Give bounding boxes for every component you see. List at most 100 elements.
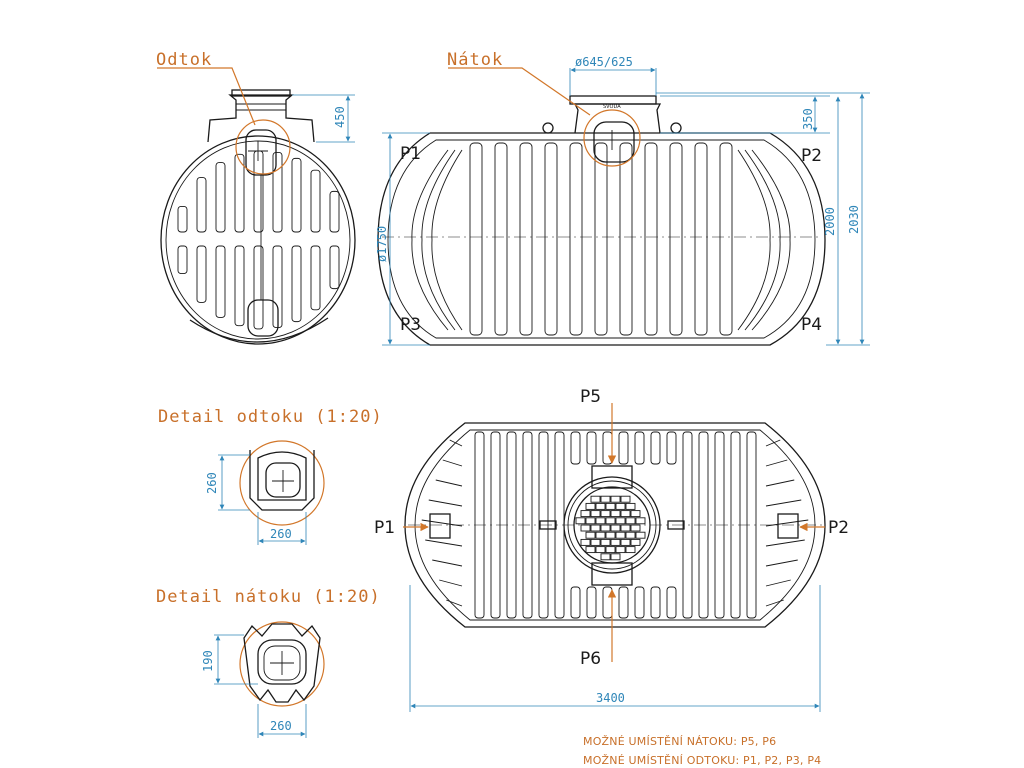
cover-brick bbox=[605, 531, 616, 539]
rib bbox=[291, 245, 302, 323]
cover-brick bbox=[625, 517, 636, 525]
side-view-outline bbox=[377, 132, 826, 346]
top-view: P5 P6 P1 P2 3400 bbox=[374, 387, 849, 712]
rib bbox=[215, 245, 226, 318]
total-height: 2030 bbox=[847, 205, 861, 234]
rib bbox=[329, 245, 340, 290]
rib bbox=[469, 142, 483, 336]
body-height: 2000 bbox=[823, 207, 837, 236]
rib bbox=[234, 153, 245, 233]
cover-brick bbox=[610, 510, 621, 518]
cover-brick bbox=[580, 510, 591, 518]
manhole-cover-pattern bbox=[575, 495, 646, 561]
end-view-outline bbox=[160, 135, 356, 345]
rib bbox=[177, 205, 188, 233]
position-p6: P6 bbox=[580, 649, 601, 669]
note-inlet-positions: MOŽNÉ UMÍSTĚNÍ NÁTOKU: P5, P6 bbox=[583, 735, 777, 748]
cover-brick bbox=[630, 538, 641, 546]
neck-height-left: 450 bbox=[333, 106, 347, 128]
cover-brick bbox=[615, 546, 626, 554]
rib bbox=[586, 586, 597, 619]
rib bbox=[310, 169, 321, 233]
rib bbox=[196, 177, 207, 233]
cover-brick bbox=[610, 538, 621, 546]
manhole-top bbox=[563, 476, 661, 574]
rib bbox=[634, 586, 645, 619]
rib bbox=[544, 142, 558, 336]
brand-mark: SVODA bbox=[603, 104, 621, 110]
cover-brick bbox=[620, 538, 631, 546]
tank-length: 3400 bbox=[596, 691, 625, 705]
side-view-ribs bbox=[469, 142, 733, 336]
rib bbox=[666, 586, 677, 619]
cover-brick bbox=[575, 517, 586, 525]
position-p1-top: P1 bbox=[374, 518, 395, 538]
cover-brick bbox=[590, 495, 601, 503]
cover-brick bbox=[635, 531, 646, 539]
inlet-detail-width: 260 bbox=[270, 719, 292, 733]
note-outlet-positions: MOŽNÉ UMÍSTĚNÍ ODTOKU: P1, P2, P3, P4 bbox=[583, 754, 822, 767]
rib bbox=[694, 142, 708, 336]
cover-brick bbox=[585, 531, 596, 539]
cover-brick bbox=[610, 553, 621, 561]
cover-brick bbox=[600, 495, 611, 503]
cover-brick bbox=[595, 531, 606, 539]
cover-brick bbox=[625, 502, 636, 510]
manhole-diameter: ø645/625 bbox=[575, 55, 633, 69]
cover-brick bbox=[625, 531, 636, 539]
cover-brick bbox=[590, 510, 601, 518]
rib bbox=[669, 142, 683, 336]
inlet-detail: Detail nátoku (1:20) 190 260 bbox=[156, 587, 380, 738]
rib bbox=[569, 142, 583, 336]
cover-brick bbox=[605, 517, 616, 525]
cover-brick bbox=[625, 546, 636, 554]
position-p4: P4 bbox=[801, 315, 822, 335]
cover-brick bbox=[615, 531, 626, 539]
rib bbox=[329, 190, 340, 233]
inlet-label: Nátok bbox=[447, 50, 503, 70]
rib bbox=[650, 431, 661, 465]
rib bbox=[506, 431, 517, 619]
inlet-detail-height: 190 bbox=[201, 650, 215, 672]
cover-brick bbox=[595, 502, 606, 510]
rib bbox=[602, 431, 613, 465]
outlet-callout-circle bbox=[235, 119, 291, 175]
end-view-ribs bbox=[177, 150, 340, 330]
cover-brick bbox=[590, 524, 601, 532]
cover-brick bbox=[595, 546, 606, 554]
cover-brick bbox=[595, 517, 606, 525]
cover-brick bbox=[580, 538, 591, 546]
cover-brick bbox=[610, 495, 621, 503]
side-view: SVODA Nátok ø645/625 350 2000 2030 ø1750 bbox=[375, 50, 870, 346]
position-p3: P3 bbox=[400, 315, 421, 335]
rib bbox=[177, 245, 188, 275]
cover-brick bbox=[620, 495, 631, 503]
rib bbox=[644, 142, 658, 336]
rib bbox=[272, 151, 283, 233]
position-p5: P5 bbox=[580, 387, 601, 407]
rib bbox=[215, 162, 226, 233]
cover-brick bbox=[585, 546, 596, 554]
outlet-detail: Detail odtoku (1:20) 260 260 bbox=[158, 407, 383, 545]
cover-brick bbox=[620, 524, 631, 532]
outlet-detail-height: 260 bbox=[205, 472, 219, 494]
rib bbox=[618, 586, 629, 619]
rib bbox=[196, 245, 207, 303]
cover-brick bbox=[605, 546, 616, 554]
neck-height-right: 350 bbox=[801, 108, 815, 130]
rib bbox=[586, 431, 597, 465]
cover-brick bbox=[605, 502, 616, 510]
rib bbox=[253, 150, 264, 233]
position-p2-side: P2 bbox=[801, 146, 822, 166]
cover-brick bbox=[600, 538, 611, 546]
outlet-detail-title: Detail odtoku (1:20) bbox=[158, 407, 383, 427]
rib bbox=[570, 586, 581, 619]
rib bbox=[494, 142, 508, 336]
cover-brick bbox=[630, 524, 641, 532]
cover-brick bbox=[585, 517, 596, 525]
top-view-outline bbox=[404, 422, 826, 628]
rib bbox=[719, 142, 733, 336]
end-view: Odtok 450 bbox=[156, 50, 356, 345]
outlet-label: Odtok bbox=[156, 50, 212, 70]
